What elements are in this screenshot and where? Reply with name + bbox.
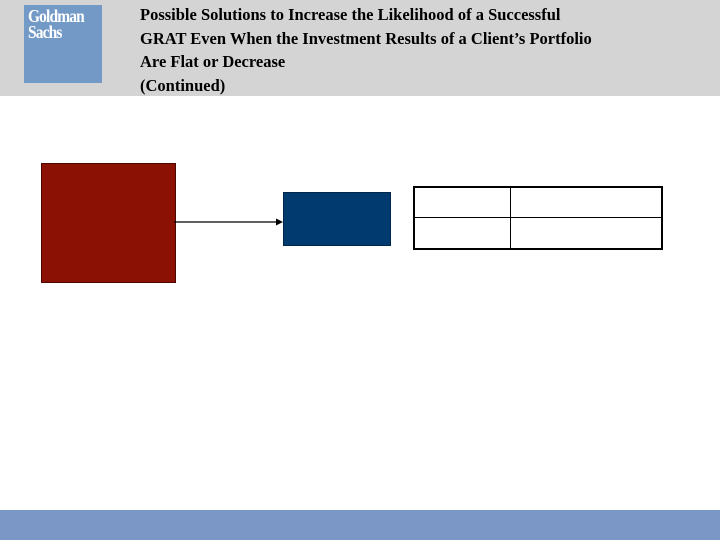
- title-line-4: (Continued): [140, 75, 226, 95]
- header-bar: Goldman Sachs Possible Solutions to Incr…: [0, 0, 720, 96]
- table-row: [415, 188, 661, 218]
- title-line-3: Are Flat or Decrease: [140, 52, 286, 71]
- footer-bar: [0, 510, 720, 540]
- red-box: [41, 163, 176, 283]
- table-row: [415, 218, 661, 248]
- empty-table: [413, 186, 663, 250]
- goldman-sachs-logo: Goldman Sachs: [24, 5, 102, 83]
- logo-text-line2: Sachs: [28, 22, 62, 42]
- title-line-1: Possible Solutions to Increase the Likel…: [140, 5, 561, 24]
- logo-text-line1: Goldman: [28, 6, 85, 26]
- slide-title: Possible Solutions to Increase the Likel…: [140, 3, 710, 97]
- table-cell: [415, 188, 511, 217]
- table-cell: [511, 218, 661, 248]
- title-line-2: GRAT Even When the Investment Results of…: [140, 28, 592, 48]
- table-cell: [415, 218, 511, 248]
- blue-box: [283, 192, 391, 246]
- table-cell: [511, 188, 661, 217]
- arrow-head: [276, 218, 283, 226]
